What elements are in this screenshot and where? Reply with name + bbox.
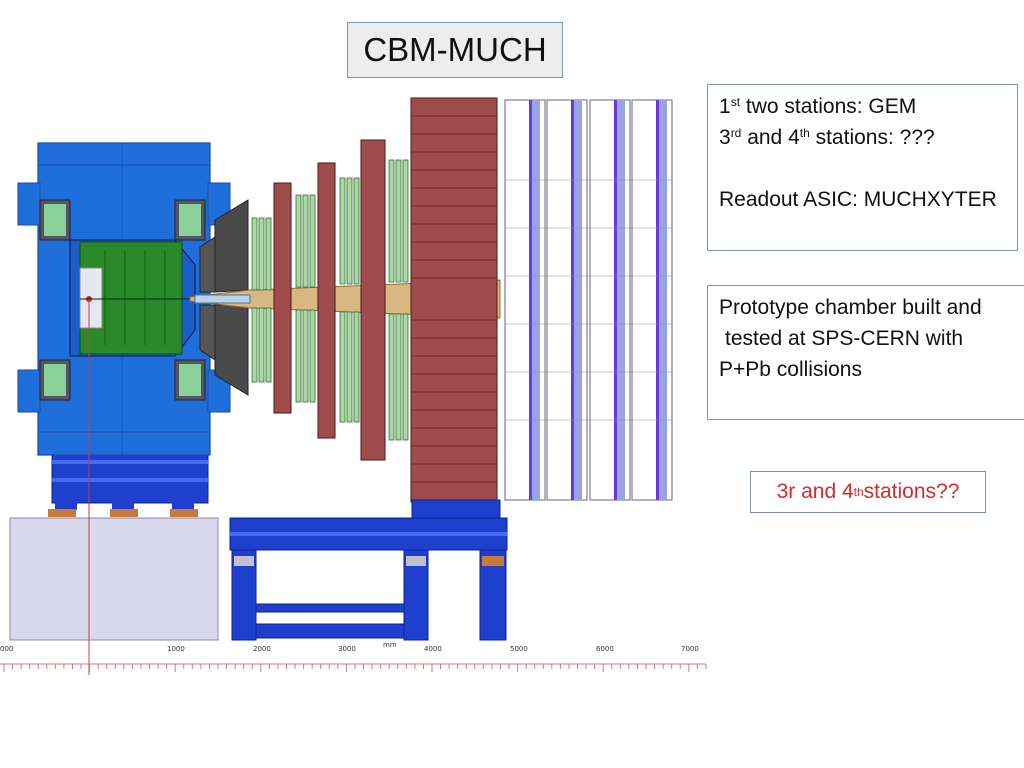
slide-title: CBM-MUCH bbox=[347, 22, 563, 78]
scale-label-3000: 3000 bbox=[338, 645, 356, 653]
stations-line-1: 1st two stations: GEM bbox=[719, 95, 917, 118]
stations-line-2: 3rd and 4th stations: ??? bbox=[719, 126, 935, 149]
scale-label-4000: 4000 bbox=[424, 645, 442, 653]
magnet-support bbox=[48, 454, 209, 517]
absorber-2 bbox=[317, 162, 336, 439]
dipole-magnet bbox=[17, 142, 231, 456]
prototype-line-1: Prototype chamber built and bbox=[719, 296, 982, 319]
spacer bbox=[719, 153, 1017, 184]
beam-pipe-inner bbox=[194, 294, 251, 304]
scale-label-5000: 5000 bbox=[510, 645, 528, 653]
first-absorber bbox=[199, 199, 249, 396]
gem-station-4 bbox=[388, 159, 409, 441]
absorber-3 bbox=[360, 139, 386, 461]
absorber-support bbox=[229, 499, 508, 641]
scale-ruler: 000 1000 2000 3000 4000 5000 6000 7000 m… bbox=[0, 641, 707, 672]
detector-drawing: 000 1000 2000 3000 4000 5000 6000 7000 m… bbox=[0, 97, 707, 675]
gem-station-3 bbox=[339, 177, 360, 423]
floor-platform bbox=[9, 517, 219, 641]
scale-unit: mm bbox=[383, 641, 397, 649]
scale-label-2000: 2000 bbox=[253, 645, 271, 653]
scale-label-0: 000 bbox=[0, 645, 13, 653]
prototype-line-2: tested at SPS-CERN with bbox=[725, 327, 964, 350]
iron-absorber bbox=[410, 97, 498, 503]
stations-info-box: 1st two stations: GEM 3rd and 4th statio… bbox=[707, 84, 1018, 251]
readout-asic-line: Readout ASIC: MUCHXYTER bbox=[719, 188, 997, 211]
absorber-1 bbox=[273, 182, 292, 414]
outer-stations bbox=[504, 99, 673, 501]
scale-label-6000: 6000 bbox=[596, 645, 614, 653]
gem-station-2 bbox=[295, 194, 316, 403]
prototype-info-box: Prototype chamber built and tested at SP… bbox=[707, 285, 1024, 420]
gem-station-1 bbox=[251, 217, 272, 383]
scale-label-1000: 1000 bbox=[167, 645, 185, 653]
prototype-line-3: P+Pb collisions bbox=[719, 358, 862, 381]
scale-label-7000: 7000 bbox=[681, 645, 699, 653]
